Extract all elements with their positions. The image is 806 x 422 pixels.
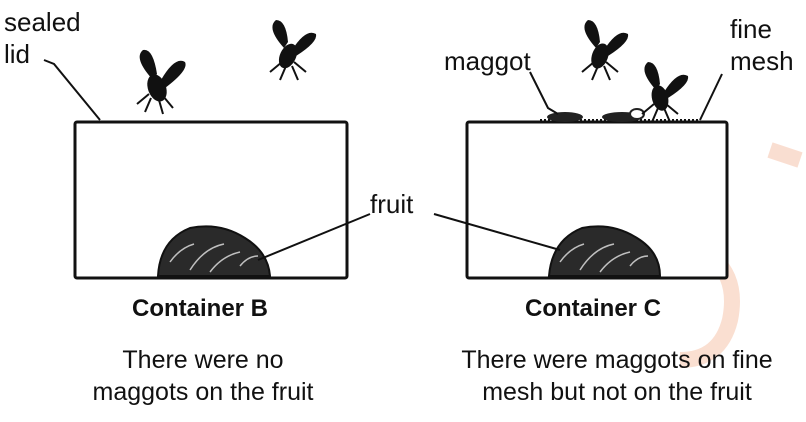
container-c-caption-line2: mesh but not on the fruit — [482, 378, 752, 406]
label-mesh: mesh — [730, 46, 794, 76]
container-b-box — [73, 120, 349, 280]
fly-icon — [269, 20, 317, 81]
label-fine: fine — [730, 14, 772, 44]
container-c-caption: There were maggots on fine mesh but not … — [430, 344, 804, 408]
label-fruit: fruit — [370, 189, 414, 219]
fly-icon — [136, 49, 186, 115]
fly-icon — [581, 20, 629, 81]
container-c-box — [465, 120, 729, 280]
maggot-icon — [602, 108, 645, 122]
container-c-title: Container C — [525, 295, 662, 322]
leader-maggot — [529, 71, 559, 115]
label-maggot: maggot — [444, 46, 531, 76]
label-lid: lid — [4, 39, 31, 69]
container-b-caption: There were no maggots on the fruit — [58, 344, 348, 408]
container-b-caption-line2: maggots on the fruit — [92, 378, 314, 406]
leader-fruit-c — [433, 213, 561, 251]
leader-fruit-b — [257, 213, 371, 261]
container-b-title: Container B — [132, 295, 269, 322]
leader-fine-mesh — [699, 73, 723, 121]
maggot-icon — [547, 112, 583, 122]
leader-sealed-lid — [43, 59, 101, 121]
fruit-icon — [547, 225, 662, 277]
container-b-caption-line1: There were no — [122, 346, 284, 374]
fly-icon — [641, 62, 689, 123]
label-sealed: sealed — [4, 7, 81, 37]
container-c-caption-line1: There were maggots on fine — [461, 346, 773, 374]
